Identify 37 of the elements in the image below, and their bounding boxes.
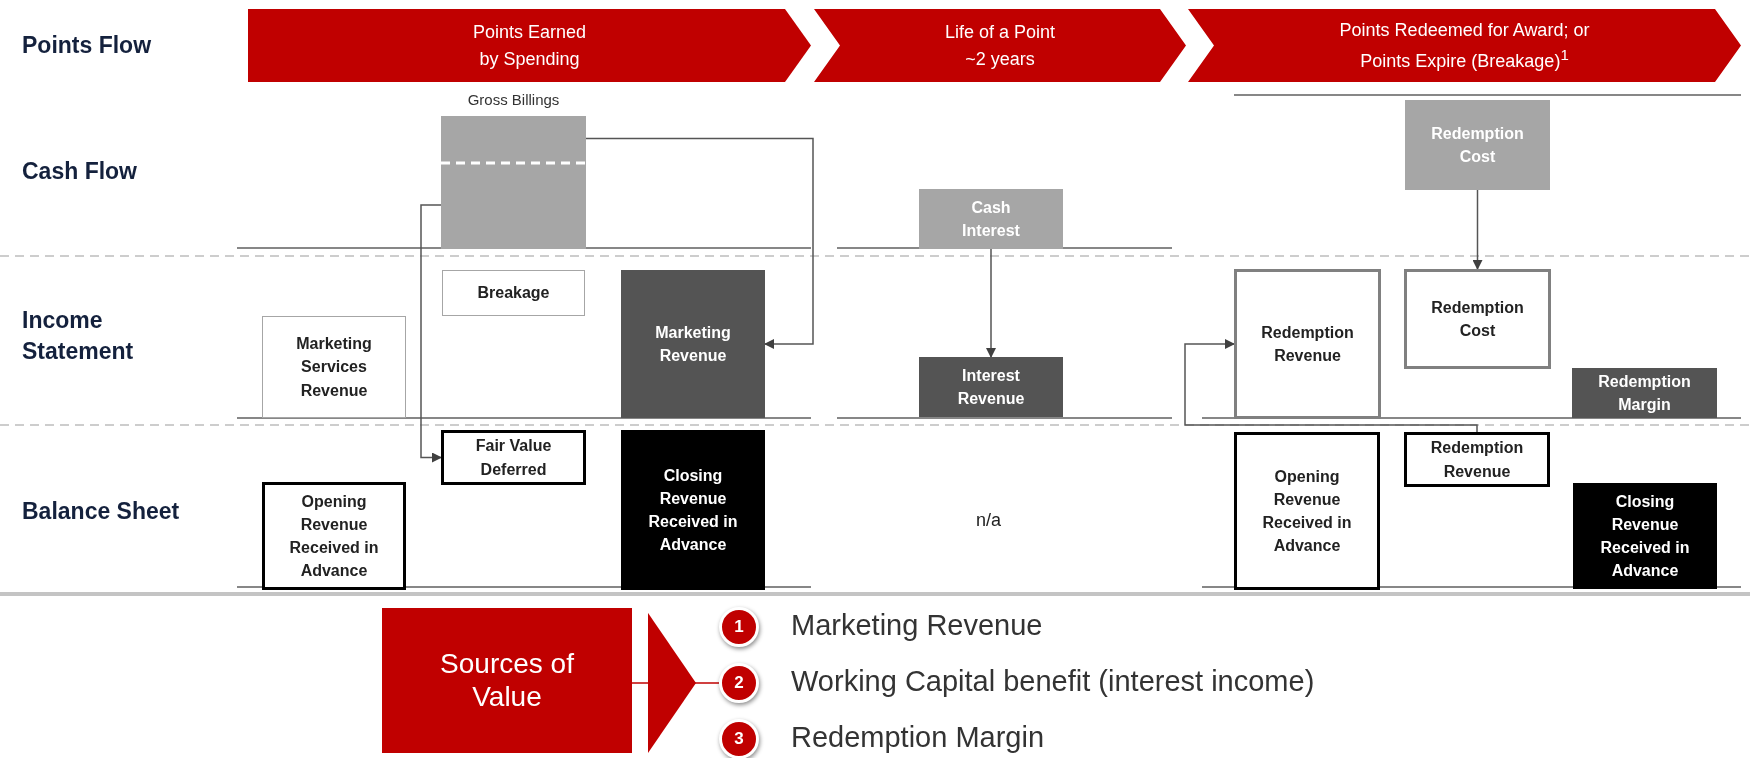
box-heading: Gross Billings [466, 91, 561, 109]
not-applicable-note: n/a [976, 510, 1002, 531]
balance-box: Opening Revenue Received in Advance [1234, 432, 1380, 590]
balance-box: Closing Revenue Received in Advance [1573, 483, 1717, 589]
income-box: Redemption Cost [1404, 269, 1551, 369]
value-source-item: Marketing Revenue [791, 608, 1043, 642]
summary-box: Sources of Value [382, 608, 632, 753]
callout-number: 2 [719, 663, 759, 703]
connector-arrow [631, 612, 720, 753]
connector-arrow [1472, 189, 1483, 270]
value-source-item: Redemption Margin [791, 720, 1045, 754]
value-source-item: Working Capital benefit (interest income) [791, 664, 1315, 698]
balance-box: Fair Value Deferred [441, 430, 586, 485]
connector-arrow [585, 137, 814, 349]
callout-number: 1 [719, 607, 759, 647]
row-heading: Income Statement [22, 306, 135, 367]
connector-arrow [986, 248, 996, 358]
income-box: Breakage [442, 270, 585, 316]
income-box: Redemption Revenue [1234, 269, 1381, 419]
row-heading: Balance Sheet [22, 497, 181, 526]
chevron-banner: Points Redeemed for Award; or Points Expire (Breakage)$^{1}$ [1188, 9, 1741, 82]
cash-box: Cash Interest [919, 189, 1063, 249]
balance-box: Opening Revenue Received in Advance [262, 482, 406, 590]
balance-box: Redemption Revenue [1404, 432, 1550, 487]
income-box: Redemption Margin [1572, 368, 1717, 418]
cash-box: Redemption Cost [1405, 100, 1550, 190]
connector-arrow [1184, 339, 1478, 433]
callout-number: 3 [719, 719, 759, 758]
income-box: Interest Revenue [919, 357, 1063, 417]
connector-arrow [420, 204, 442, 463]
row-heading: Points Flow [22, 31, 153, 60]
balance-box: Closing Revenue Received in Advance [621, 430, 765, 590]
chevron-banner: Life of a Point ~2 years [814, 9, 1186, 82]
row-heading: Cash Flow [22, 157, 138, 186]
income-box: Marketing Services Revenue [262, 316, 406, 418]
income-box: Marketing Revenue [621, 270, 765, 418]
chevron-banner: Points Earned by Spending [248, 9, 811, 82]
